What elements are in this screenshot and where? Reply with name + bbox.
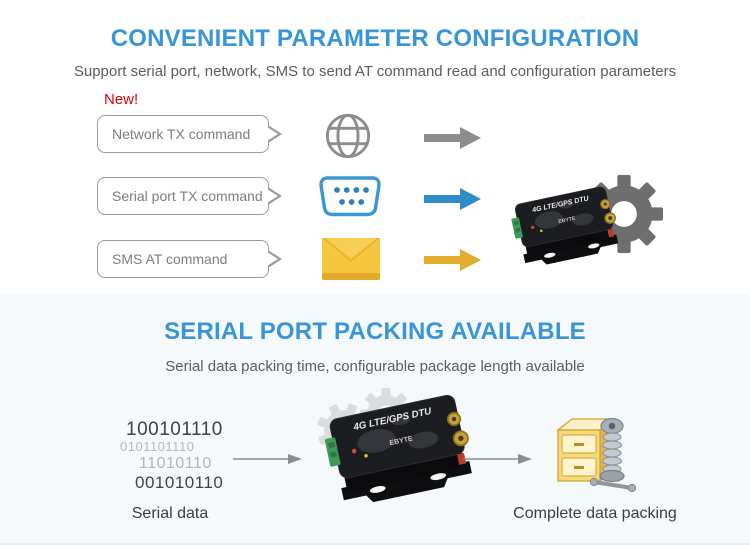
device-brand: EBYTE — [558, 216, 577, 226]
complete-data-packing-label: Complete data packing — [513, 505, 677, 522]
device-brand: EBYTE — [389, 435, 414, 447]
new-badge: New! — [104, 91, 139, 108]
thin-arrow-right-icon — [233, 454, 302, 464]
section1-subtitle: Support serial port, network, SMS to sen… — [73, 63, 677, 80]
bubble-label: Network TX command — [112, 126, 251, 142]
bubble-serial-port-tx-command: Serial port TX command — [97, 177, 282, 215]
bubble-sms-at-command: SMS AT command — [97, 240, 282, 278]
binary-line: 100101110 — [126, 419, 223, 440]
globe-icon — [325, 113, 371, 159]
binary-line: 0101101110 — [120, 439, 195, 455]
dtu-device-image: 4G LTE/GPS DTU EBYTE — [324, 394, 472, 503]
binary-line: 11010110 — [139, 454, 212, 472]
binary-line: 001010110 — [135, 472, 224, 492]
serial-binary-data: 100101110 0101101110 11010110 001010110 — [100, 419, 223, 492]
serial-port-icon — [319, 176, 381, 217]
thin-arrow-right-icon — [463, 454, 532, 464]
dtu-device-image: 4G LTE/GPS DTU EBYTE — [511, 186, 619, 265]
arrow-right-icon — [424, 127, 481, 149]
serial-data-label: Serial data — [131, 505, 209, 522]
arrow-right-icon — [424, 249, 481, 271]
envelope-icon — [322, 238, 380, 280]
section1-title: CONVENIENT PARAMETER CONFIGURATION — [110, 25, 640, 52]
zip-package-icon — [556, 417, 636, 493]
section2-title: SERIAL PORT PACKING AVAILABLE — [164, 318, 586, 345]
arrow-right-icon — [424, 188, 481, 210]
section2-subtitle: Serial data packing time, configurable p… — [165, 358, 585, 375]
bubble-label: SMS AT command — [112, 251, 228, 267]
bubble-label: Serial port TX command — [112, 188, 263, 204]
bubble-network-tx-command: Network TX command — [97, 115, 282, 153]
